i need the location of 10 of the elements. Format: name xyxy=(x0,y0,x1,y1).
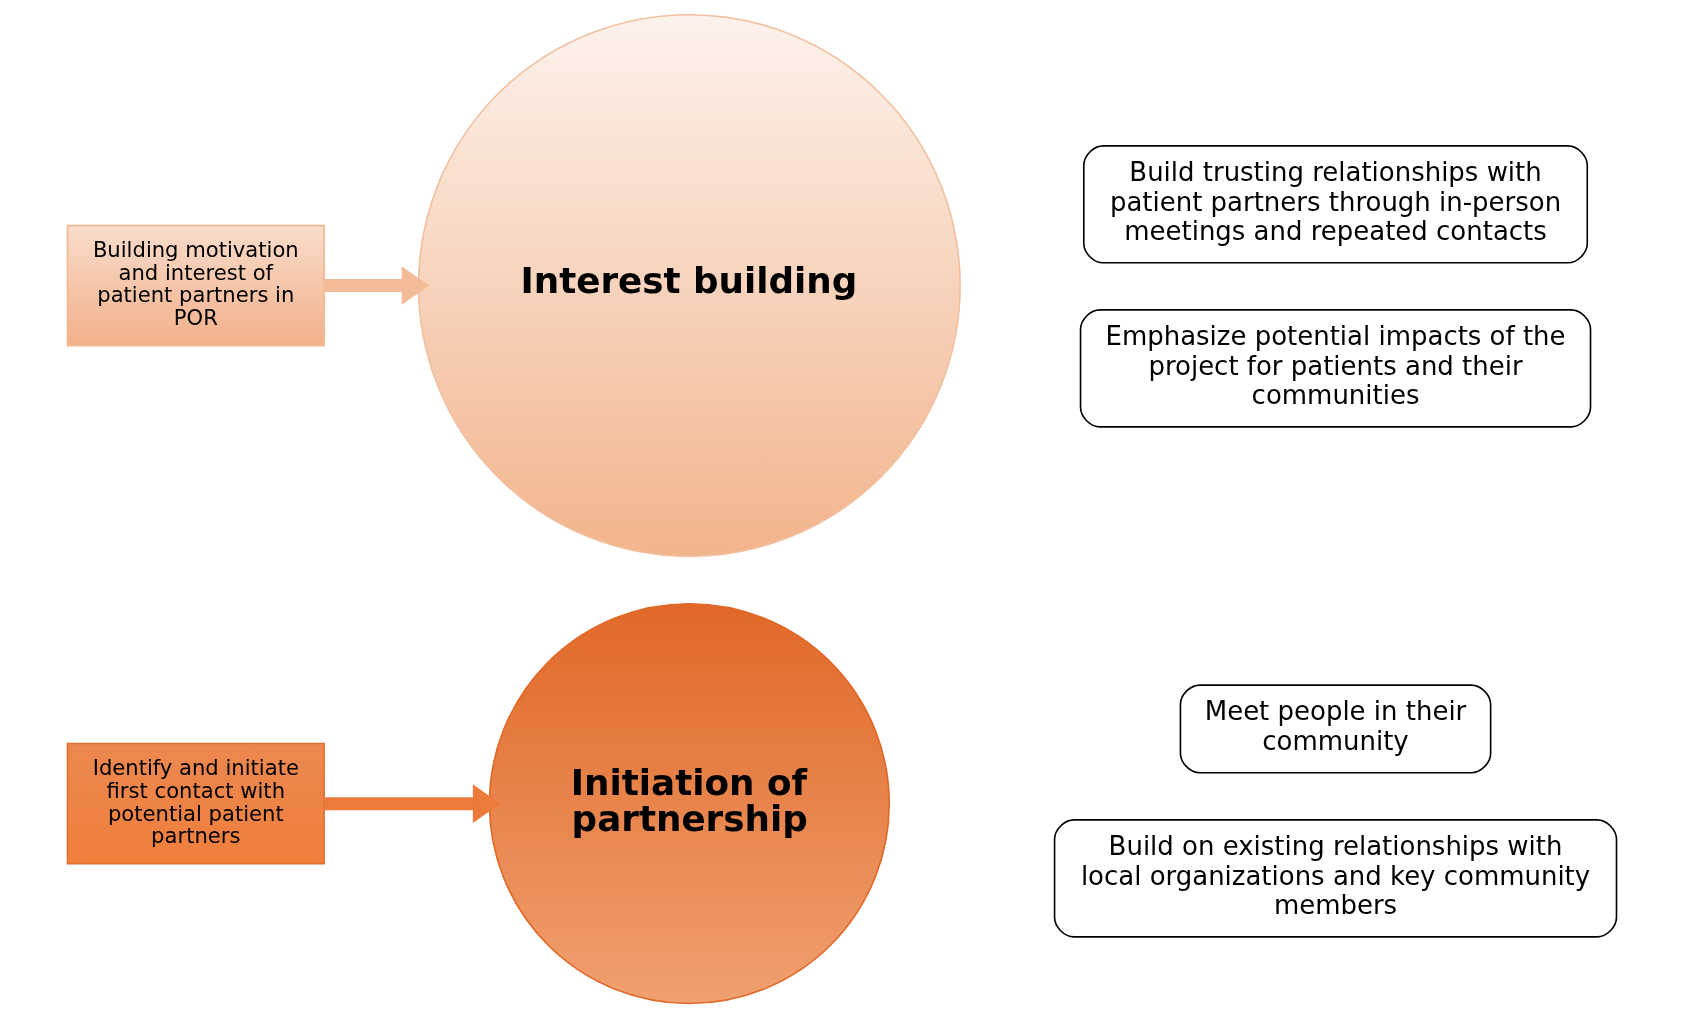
node-box: Meet people in their community xyxy=(1179,684,1491,774)
node-circle: Initiation of partnership xyxy=(488,602,890,1005)
node-box: Emphasize potential impacts of the project for patients and their communities xyxy=(1079,309,1591,428)
node-box: Identify and initiate first contact with potential patient partners xyxy=(66,742,325,865)
node-box: Build on existing relationships with local organizations and key community members xyxy=(1053,819,1617,938)
arrow xyxy=(323,784,500,823)
node-box: Building motivation and interest of patient partners in POR xyxy=(66,224,325,347)
node-circle: Interest building xyxy=(417,13,961,558)
arrow xyxy=(323,266,429,305)
node-box: Build trusting relationships with patient partners through in-person meetings and repeated contacts xyxy=(1082,145,1588,264)
